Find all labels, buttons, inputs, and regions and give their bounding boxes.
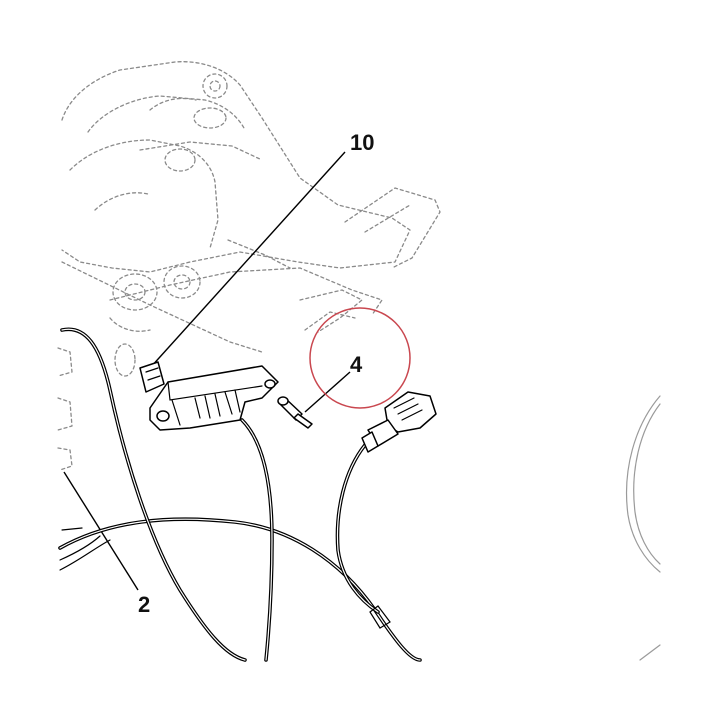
- leader-4: [304, 371, 351, 413]
- wiring-connector-icon-clip: [139, 361, 165, 393]
- callout-4: 4: [350, 352, 363, 377]
- callout-2: 2: [138, 592, 150, 617]
- plug-connector-icon: [361, 391, 437, 453]
- callout-10: 10: [350, 130, 374, 155]
- ghosted-ring-outline: [625, 395, 661, 661]
- leader-lines: [63, 151, 351, 591]
- bolt-icon: [277, 396, 313, 429]
- highlight-circle: [309, 307, 411, 409]
- leader-10: [149, 151, 346, 369]
- wiring-connector-icon: [149, 365, 279, 431]
- ghosted-engine-assembly: [57, 61, 441, 471]
- wiring-harness: [58, 327, 422, 662]
